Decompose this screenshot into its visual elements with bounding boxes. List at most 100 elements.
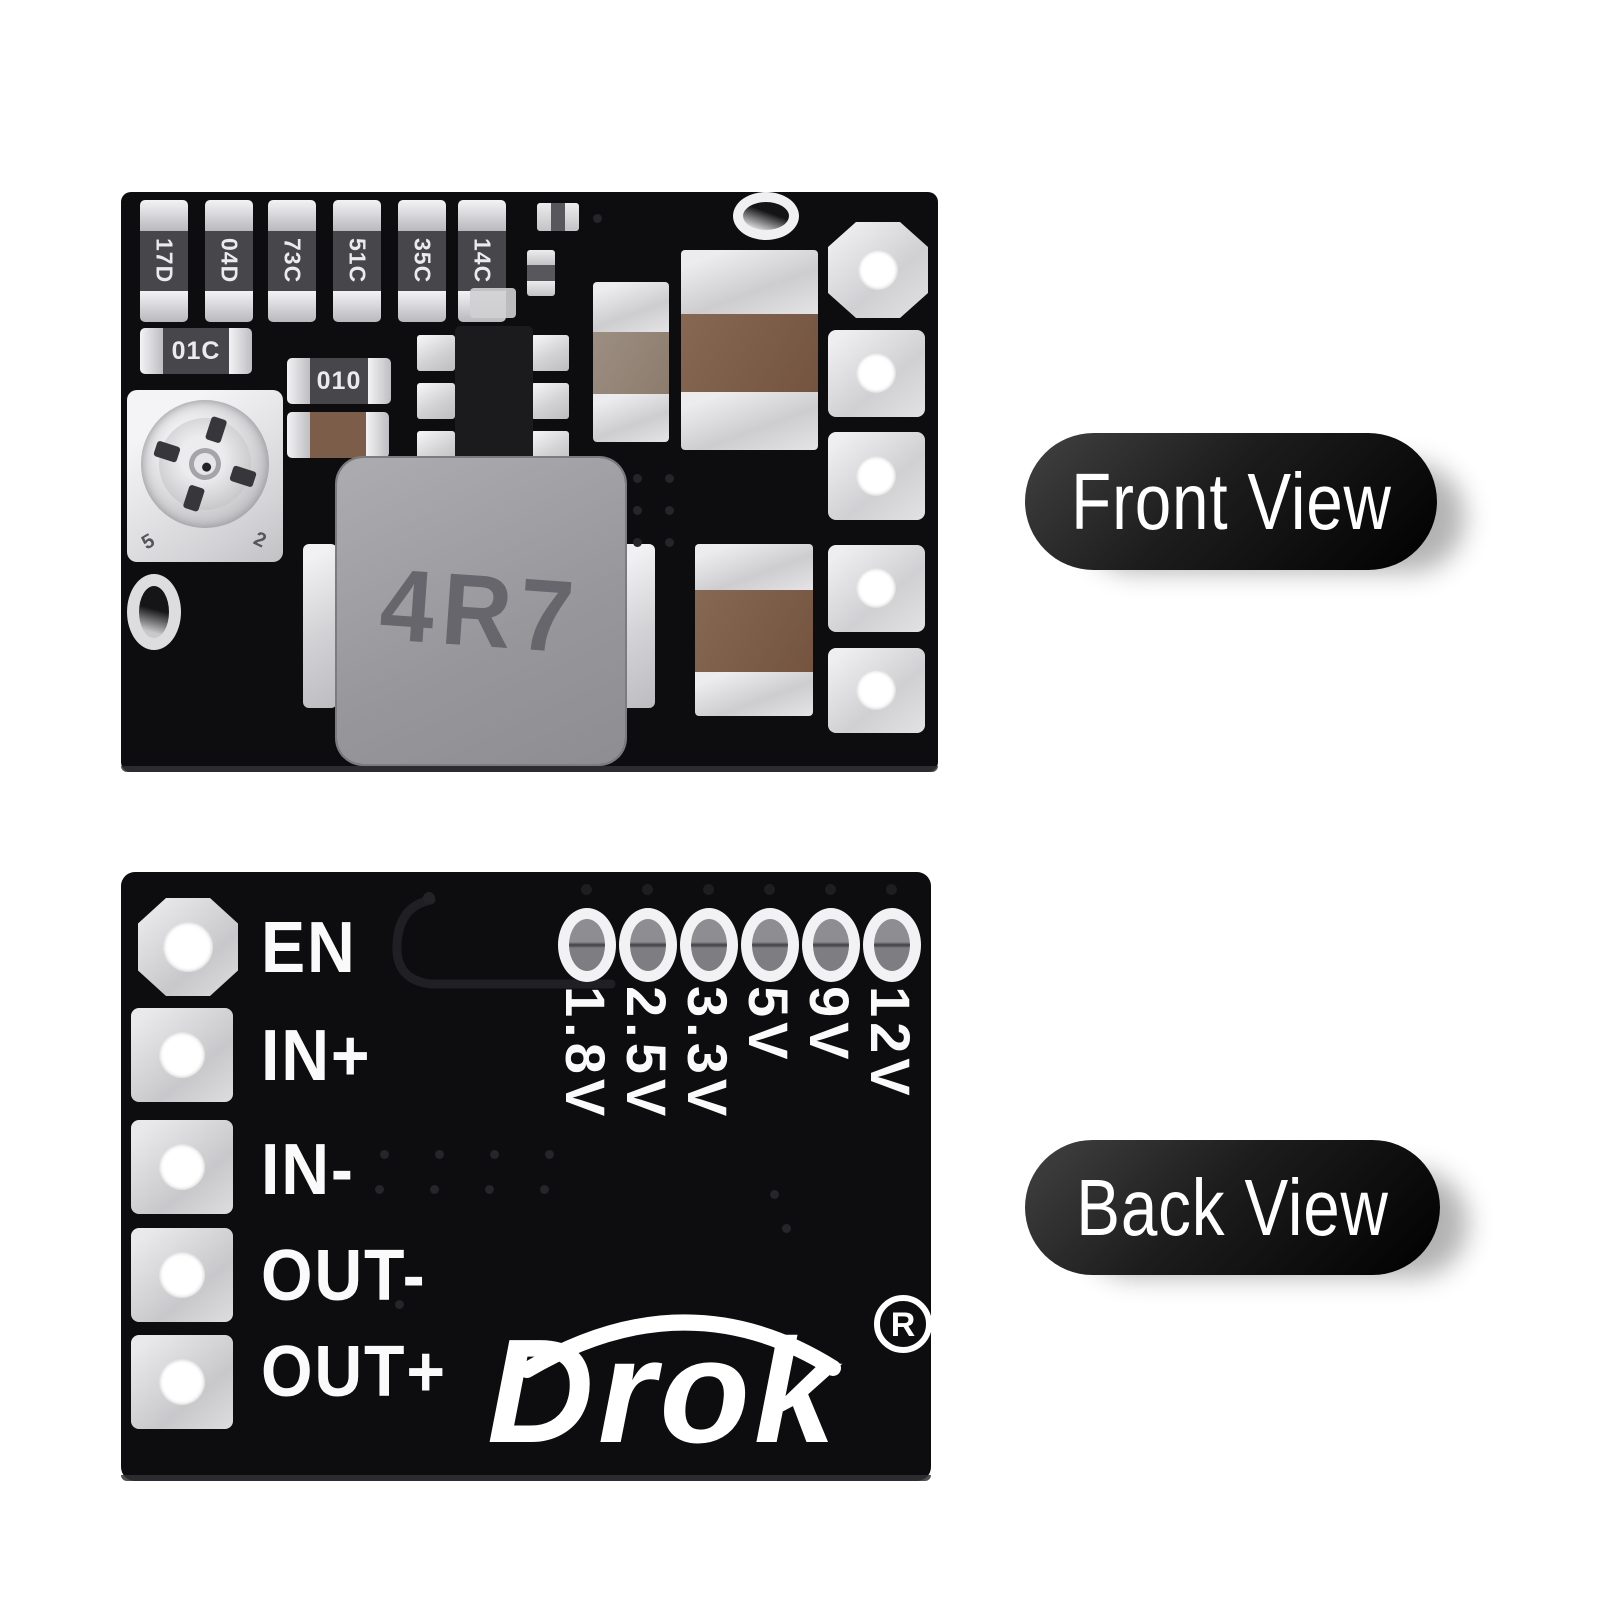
logo-swoosh [519,1314,841,1378]
via-dot [380,1150,389,1159]
via-dot [782,1224,791,1233]
drok-logo: Drok R [487,1295,932,1462]
front-view-badge: Front View [1025,433,1437,570]
pad-hole [856,456,896,496]
pad-hole [159,1144,205,1190]
inductor-label: 4R7 [377,546,586,675]
via-dot [375,1185,384,1194]
resistor-body: 73C [268,231,316,291]
capacitor-body [593,332,669,394]
silkscreen-mark [470,288,516,318]
solder-cap [140,328,163,374]
solder-cap [458,200,506,231]
pad-hole [159,1032,205,1078]
pad-out-plus [131,1335,233,1429]
via-dot [642,884,653,895]
via-dot [593,214,602,223]
inductor-pad [621,544,655,708]
inductor-pad [303,544,337,708]
pad-in-plus [131,1008,233,1102]
chip-resistor: 04D [205,200,253,322]
trimmer-potentiometer: 5 2 [127,390,283,562]
pad-hole [856,568,896,608]
via-dot [633,506,642,515]
voltage-hole-12v [863,908,921,982]
solder-joint [681,392,818,450]
via-dot [490,1150,499,1159]
ic-pad [417,335,455,371]
via-dot [825,884,836,895]
resistor-code: 17D [151,238,178,284]
solder-cap [333,200,381,231]
via-dot [545,1150,554,1159]
via-dot [581,884,592,895]
solder-joint [681,250,818,314]
via-dot [665,538,674,547]
pin-label-en: EN [261,908,357,988]
pad-hole [163,922,213,972]
resistor-code: 010 [310,358,368,404]
trimmer-mark: 5 [137,529,159,555]
small-capacitor [537,203,579,231]
front-view-badge-label: Front View [1070,456,1392,546]
via-dot [665,474,674,483]
silkscreen-oval-hole [733,192,799,240]
back-view-badge-label: Back View [1076,1162,1389,1252]
pad-hole [159,1359,205,1405]
solder-cap [527,250,555,265]
resistor-body: 35C [398,231,446,291]
capacitor-body [550,203,566,231]
chip-resistor: 35C [398,200,446,322]
rotor-slot [204,415,228,444]
via-dot [633,474,642,483]
voltage-label-12v: 12V [859,986,922,1101]
chip-resistor: 01C [140,328,252,374]
voltage-label-9v: 9V [798,986,861,1065]
registered-mark: R [891,1306,916,1344]
via-dot [395,1300,404,1309]
solder-cap [537,203,551,231]
pad-hole [159,1252,205,1298]
via-dot [435,1150,444,1159]
pcb-edge [121,766,938,772]
chip-resistor: 51C [333,200,381,322]
pin-label-out-plus: OUT+ [261,1332,447,1412]
voltage-hole-3v3 [680,908,738,982]
solder-cap [140,291,188,322]
brand-name: Drok [487,1309,843,1462]
voltage-label-5v: 5V [737,986,800,1065]
via-dot [540,1185,549,1194]
voltage-hole-9v [802,908,860,982]
pcb-edge [121,1475,931,1481]
solder-cap [287,412,310,458]
pad-hole [856,353,896,393]
pad-out-minus [131,1228,233,1322]
chip-resistor: 73C [268,200,316,322]
ceramic-capacitor [287,412,389,458]
solder-cap [366,412,389,458]
power-inductor: 4R7 [337,458,625,764]
voltage-label-3v3: 3.3V [676,986,739,1122]
resistor-code: 14C [469,238,496,284]
capacitor-body [695,590,813,672]
chip-resistor: 010 [287,358,391,404]
via-dot [485,1185,494,1194]
ic-pad [417,383,455,419]
resistor-code: 01C [163,328,229,374]
solder-cap [398,200,446,231]
ic-pad [531,383,569,419]
resistor-body: 51C [333,231,381,291]
capacitor-body [310,412,366,458]
voltage-hole-1v8 [558,908,616,982]
solder-cap [527,281,555,296]
pad-hole [856,670,896,710]
solder-joint [695,544,813,590]
mlcc-capacitor [695,544,813,716]
via-dot [770,1190,779,1199]
solder-cap [140,200,188,231]
solder-pad [828,330,925,417]
solder-cap [333,291,381,322]
rotor-center [184,443,226,485]
pcb-trace [392,892,616,989]
solder-pad [828,432,925,520]
